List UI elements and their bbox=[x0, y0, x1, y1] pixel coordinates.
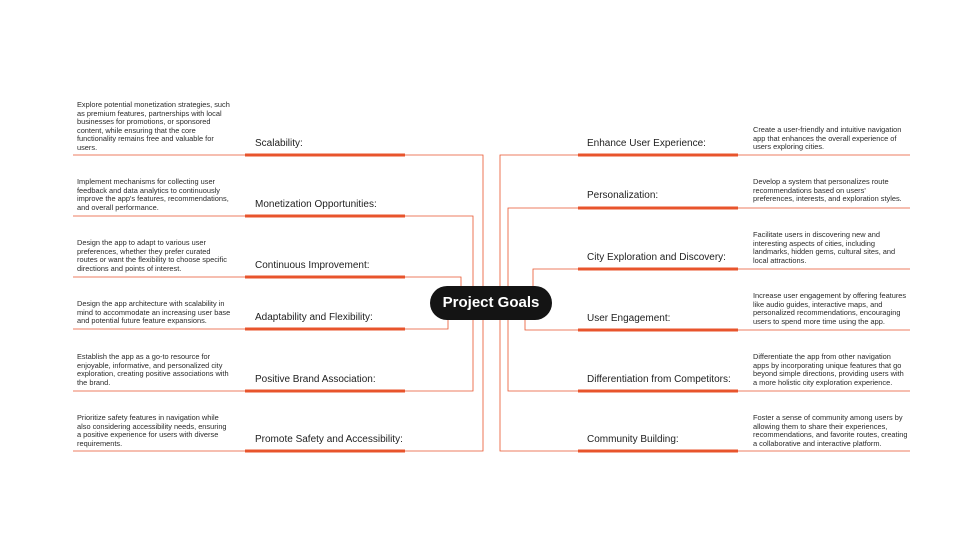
left-branch-title-1[interactable]: Scalability: bbox=[255, 138, 303, 149]
right-branch-desc-5: Differentiate the app from other navigat… bbox=[753, 352, 904, 387]
right-connector-3 bbox=[532, 268, 910, 293]
left-branch-title-4[interactable]: Adaptability and Flexibility: bbox=[255, 312, 373, 323]
right-branch-desc-2: Develop a system that personalizes route… bbox=[753, 177, 902, 204]
right-branch-desc-3: Facilitate users in discovering new and … bbox=[753, 230, 896, 265]
left-branch-title-6[interactable]: Promote Safety and Accessibility: bbox=[255, 434, 403, 445]
left-branch-desc-2: Implement mechanisms for collecting user… bbox=[77, 177, 229, 212]
right-connector-1 bbox=[499, 154, 910, 293]
left-branch-desc-6: Prioritize safety features in navigation… bbox=[77, 413, 227, 448]
right-branch-title-6[interactable]: Community Building: bbox=[587, 434, 679, 445]
left-branch-desc-5: Establish the app as a go-to resource fo… bbox=[77, 352, 229, 387]
left-connector-3 bbox=[73, 276, 462, 293]
right-connector-5 bbox=[507, 313, 910, 392]
right-branch-title-1[interactable]: Enhance User Experience: bbox=[587, 138, 706, 149]
right-branch-title-2[interactable]: Personalization: bbox=[587, 190, 659, 201]
central-topic[interactable]: Project Goals bbox=[430, 286, 552, 320]
right-branch-desc-6: Foster a sense of community among users … bbox=[753, 413, 908, 448]
left-connector-6 bbox=[73, 313, 484, 452]
left-branch-desc-1: Explore potential monetization strategie… bbox=[77, 100, 230, 152]
left-connector-5 bbox=[73, 313, 474, 392]
left-branch-desc-3: Design the app to adapt to various user … bbox=[77, 238, 227, 273]
left-branch-title-5[interactable]: Positive Brand Association: bbox=[255, 374, 376, 385]
right-branch-title-5[interactable]: Differentiation from Competitors: bbox=[587, 374, 731, 385]
right-branch-title-3[interactable]: City Exploration and Discovery: bbox=[587, 252, 726, 263]
left-branch-desc-4: Design the app architecture with scalabi… bbox=[77, 299, 231, 326]
left-connector-2 bbox=[73, 215, 474, 293]
right-branch-title-4[interactable]: User Engagement: bbox=[587, 313, 671, 324]
right-connector-6 bbox=[499, 313, 910, 452]
right-connector-2 bbox=[507, 207, 910, 293]
left-connector-1 bbox=[73, 154, 484, 293]
right-branch-desc-4: Increase user engagement by offering fea… bbox=[753, 291, 907, 326]
right-branch-desc-1: Create a user-friendly and intuitive nav… bbox=[753, 125, 902, 152]
left-branch-title-2[interactable]: Monetization Opportunities: bbox=[255, 199, 377, 210]
left-branch-title-3[interactable]: Continuous Improvement: bbox=[255, 260, 370, 271]
